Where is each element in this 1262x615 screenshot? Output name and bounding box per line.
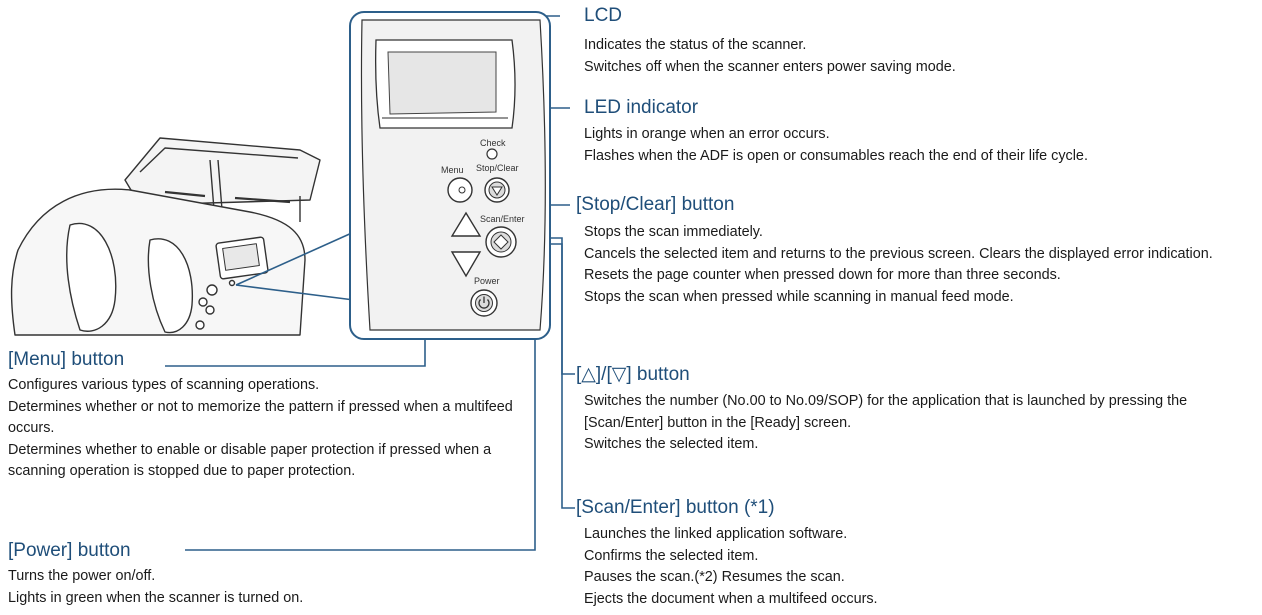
lcd-heading: LCD <box>584 5 623 26</box>
power-button[interactable] <box>470 289 498 317</box>
led-heading: LED indicator <box>584 97 699 118</box>
scan-enter-button[interactable] <box>485 226 517 258</box>
led-indicator <box>486 148 498 160</box>
arrows-description: Switches the number (No.00 to No.09/SOP)… <box>584 393 1188 452</box>
scan-enter-label: Scan/Enter <box>480 214 525 224</box>
menu-label: Menu <box>441 165 464 175</box>
scanner-illustration <box>10 137 321 336</box>
scan-enter-heading: [Scan/Enter] button (*1) <box>576 497 775 518</box>
menu-description: Configures various types of scanning ope… <box>8 377 513 479</box>
scan-enter-description: Launches the linked application software… <box>584 526 878 607</box>
operator-panel: Check Menu Stop/Clear Scan/Enter Power <box>349 11 551 340</box>
menu-heading: [Menu] button <box>8 349 125 370</box>
power-icon <box>478 296 490 309</box>
power-label: Power <box>474 276 500 286</box>
lcd-screen <box>374 39 516 129</box>
stop-clear-description: Stops the scan immediately. Cancels the … <box>584 224 1213 305</box>
check-label: Check <box>480 138 506 148</box>
power-heading: [Power] button <box>8 540 131 561</box>
led-description: Lights in orange when an error occurs. F… <box>584 126 1088 164</box>
lcd-description: Indicates the status of the scanner. Swi… <box>584 37 956 75</box>
down-arrow-icon[interactable] <box>450 251 482 278</box>
stop-clear-button[interactable] <box>484 177 510 203</box>
up-arrow-icon[interactable] <box>450 211 482 237</box>
arrows-heading: [△]/[▽] button <box>576 364 690 385</box>
power-description: Turns the power on/off. Lights in green … <box>8 568 304 606</box>
stop-clear-label: Stop/Clear <box>476 163 519 173</box>
stop-clear-heading: [Stop/Clear] button <box>576 194 735 215</box>
